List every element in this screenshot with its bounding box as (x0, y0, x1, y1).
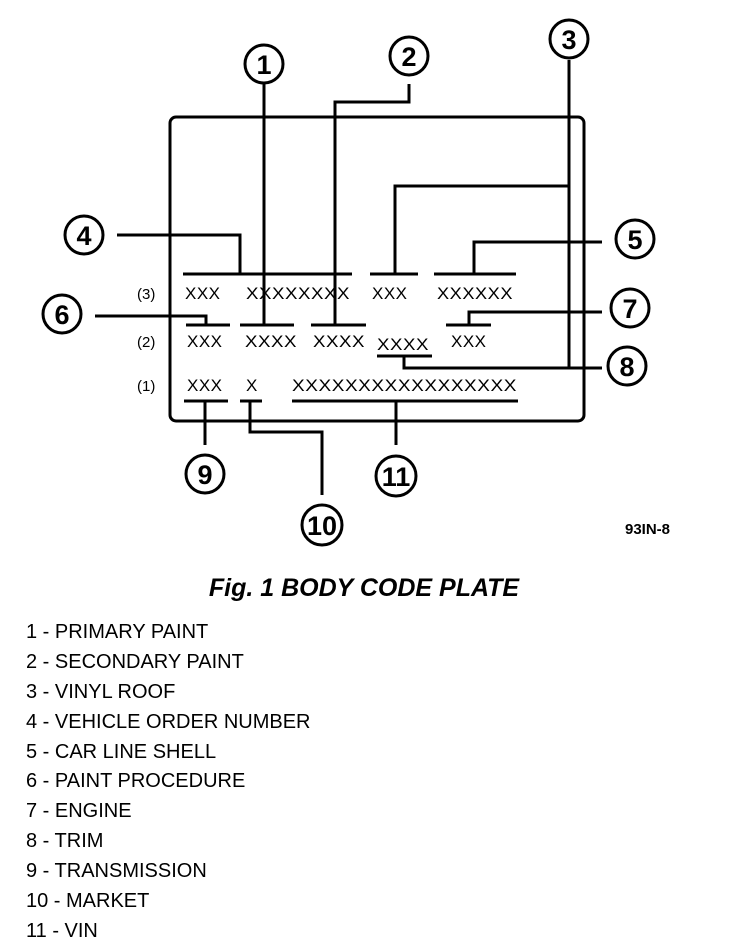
svg-text:7: 7 (622, 294, 637, 324)
legend-item: 4 - VEHICLE ORDER NUMBER (26, 710, 311, 733)
code-r1-b: X (246, 376, 258, 395)
code-r1-c: XXXXXXXXXXXXXXXXX (292, 376, 517, 395)
legend-item: 6 - PAINT PROCEDURE (26, 770, 246, 793)
svg-text:1: 1 (256, 50, 271, 80)
callout-7: 7 (609, 287, 651, 329)
callouts: 1 2 3 4 5 6 7 8 (41, 18, 656, 547)
row-label-3: (3) (137, 286, 155, 303)
legend-item: 1 - PRIMARY PAINT (26, 621, 209, 643)
leader-line-10 (248, 401, 324, 495)
svg-text:10: 10 (307, 511, 337, 541)
leader-lines (95, 60, 602, 495)
svg-text:6: 6 (54, 300, 69, 330)
leader-line-8 (402, 356, 602, 370)
callout-8: 8 (606, 345, 648, 387)
legend-item: 2 - SECONDARY PAINT (26, 650, 244, 673)
leader-line-3 (393, 60, 571, 274)
legend-item: 9 - TRANSMISSION (26, 860, 207, 883)
callout-2: 2 (388, 35, 430, 77)
field-underlines (183, 272, 518, 403)
body-code-plate-diagram: (3) (2) (1) XXX XXXXXXXX XXX XXXXXX XXX … (41, 18, 670, 547)
leader-line-2 (333, 84, 411, 325)
code-r3-b: XXXXXXXX (246, 284, 350, 303)
svg-text:11: 11 (382, 462, 411, 492)
callout-9: 9 (184, 453, 226, 495)
figure-reference-code: 93IN-8 (625, 521, 670, 538)
callout-11: 11 (374, 454, 418, 498)
leader-line-6 (95, 314, 208, 325)
leader-line-4 (117, 233, 242, 274)
code-r2-e: XXX (451, 332, 487, 351)
code-r2-a: XXX (187, 332, 223, 351)
svg-text:3: 3 (561, 25, 576, 55)
svg-text:4: 4 (76, 221, 91, 251)
leader-line-5 (472, 240, 602, 274)
callout-3: 3 (548, 18, 590, 60)
callout-5: 5 (614, 218, 656, 260)
code-r3-c: XXX (372, 284, 408, 303)
leader-line-7 (467, 310, 602, 325)
svg-text:5: 5 (627, 225, 642, 255)
code-r2-c: XXXX (313, 332, 365, 351)
svg-text:8: 8 (619, 352, 634, 382)
legend-item: 3 - VINYL ROOF (26, 680, 176, 703)
row-label-2: (2) (137, 334, 155, 351)
figure-caption: Fig. 1 BODY CODE PLATE (208, 574, 520, 602)
callout-10: 10 (300, 503, 344, 547)
code-r2-b: XXXX (245, 332, 297, 351)
legend-item: 10 - MARKET (26, 890, 150, 913)
legend-item: 7 - ENGINE (26, 800, 132, 823)
plate-outline (168, 115, 586, 423)
legend-list: 1 - PRIMARY PAINT 2 - SECONDARY PAINT 3 … (26, 618, 311, 947)
code-r2-d: XXXX (377, 335, 429, 354)
row-label-1: (1) (137, 378, 155, 395)
code-r3-d: XXXXXX (437, 284, 513, 303)
legend-item: 5 - CAR LINE SHELL (26, 740, 217, 763)
callout-1: 1 (243, 43, 285, 85)
code-r3-a: XXX (185, 284, 221, 303)
legend-item: 8 - TRIM (26, 830, 104, 853)
callout-6: 6 (41, 293, 83, 335)
code-r1-a: XXX (187, 376, 223, 395)
legend-item: 11 - VIN (26, 919, 98, 942)
svg-text:9: 9 (197, 460, 212, 490)
callout-4: 4 (63, 214, 105, 256)
svg-text:2: 2 (401, 42, 416, 72)
